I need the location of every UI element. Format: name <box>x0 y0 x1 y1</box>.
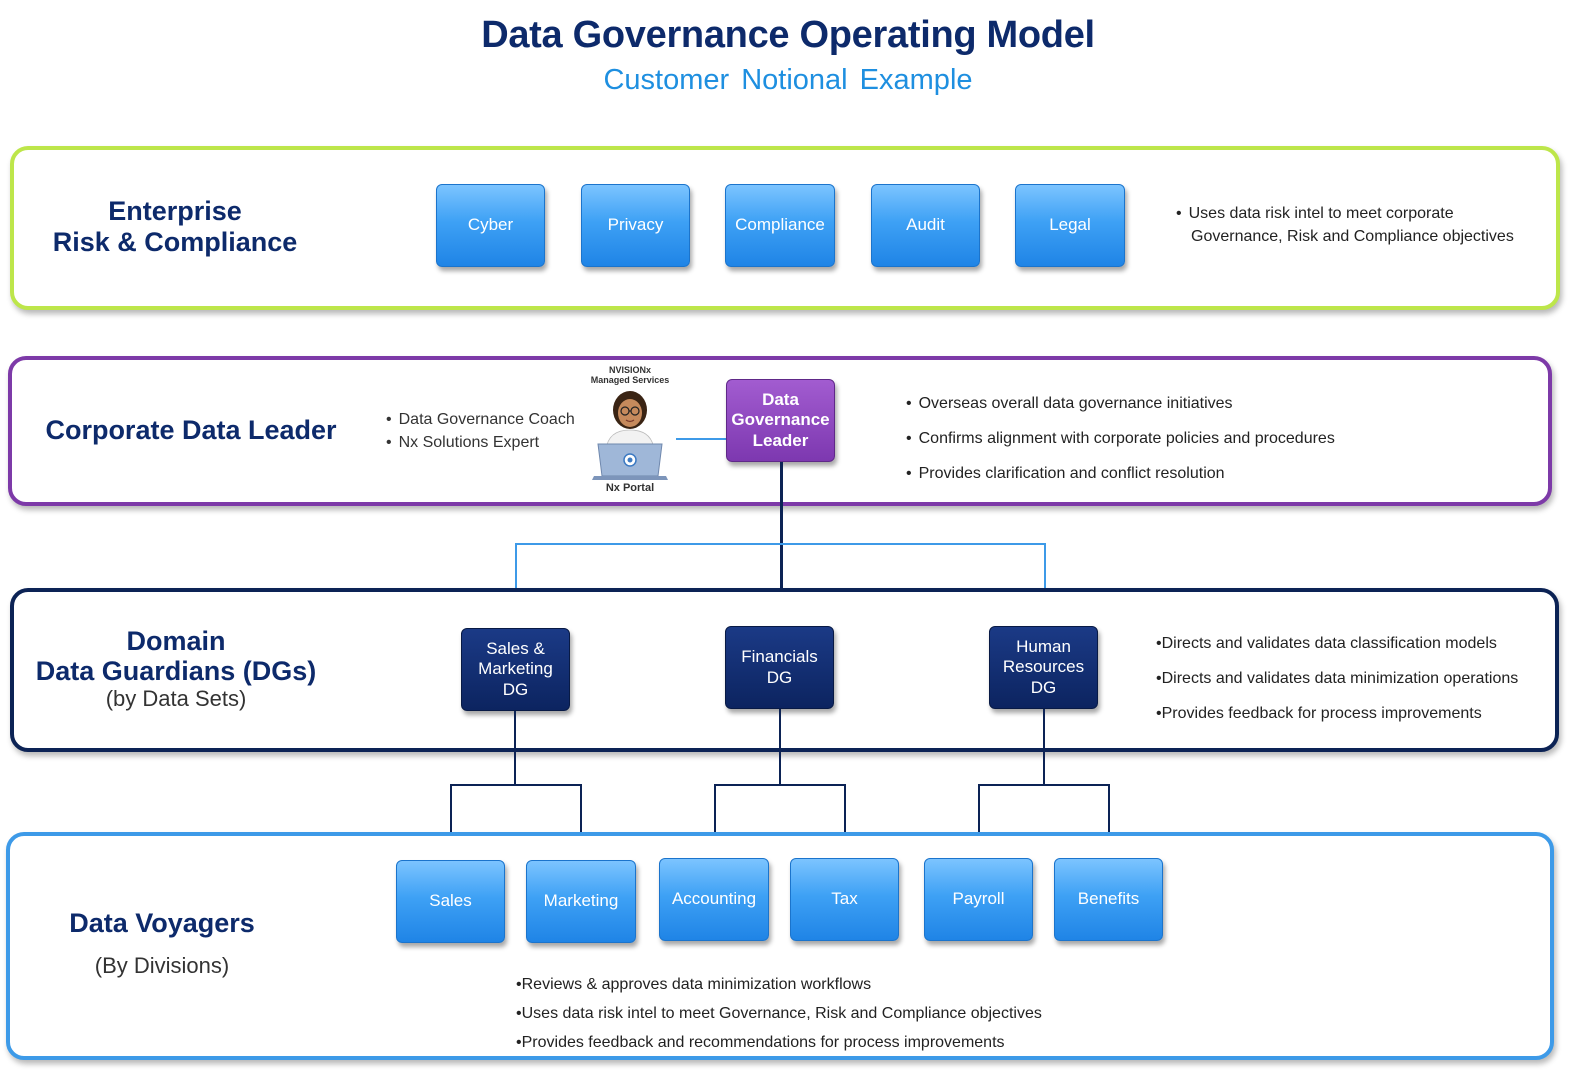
erc-bullet-1: Uses data risk intel to meet corporate <box>1188 205 1454 222</box>
ddg-bullet: Directs and validates data classificatio… <box>1161 635 1497 652</box>
erc-bullet-1-cont: Governance, Risk and Compliance objectiv… <box>1191 228 1514 245</box>
cdl-bullets: Overseas overall data governance initiat… <box>906 386 1335 491</box>
ddg-bullet: Directs and validates data minimization … <box>1161 670 1519 687</box>
dg-bus-line <box>515 543 1046 545</box>
benefits-box: Benefits <box>1054 858 1163 941</box>
payroll-box: Payroll <box>924 858 1033 941</box>
data-voyagers-panel <box>6 832 1554 1060</box>
cdl-bullet: Provides clarification and conflict reso… <box>906 456 1335 491</box>
dg-drop-right <box>1044 543 1046 628</box>
accounting-drop <box>714 784 716 858</box>
cdl-left-bullets: Data Governance Coach Nx Solutions Exper… <box>386 408 575 454</box>
sales-drop <box>450 784 452 860</box>
marketing-box: Marketing <box>526 860 636 943</box>
page-title: Data Governance Operating Model <box>481 14 1095 56</box>
fdg-trunk <box>779 709 781 784</box>
brand-line2: Managed Services <box>590 375 670 385</box>
data-governance-leader-box: Data Governance Leader <box>726 379 835 462</box>
dv-bullet: Uses data risk intel to meet Governance,… <box>521 1005 1042 1022</box>
ddg-title-line3: (by Data Sets) <box>105 686 247 711</box>
smdg-bus <box>450 784 582 786</box>
dv-bullet: Reviews & approves data minimization wor… <box>521 976 872 993</box>
dv-subtitle: (By Divisions) <box>94 953 230 978</box>
legal-box: Legal <box>1015 184 1125 267</box>
cdl-left-bullet: Nx Solutions Expert <box>386 431 575 454</box>
dg-drop-left <box>515 543 517 628</box>
hrdg-line1: Human <box>1016 637 1071 657</box>
brand-line1: NVISIONx <box>608 365 651 375</box>
fdg-bus <box>714 784 846 786</box>
erc-title: Enterprise Risk & Compliance <box>30 196 320 258</box>
erc-bullets: •Uses data risk intel to meet corporate … <box>1176 202 1514 248</box>
audit-box: Audit <box>871 184 980 267</box>
dv-bullet: Provides feedback and recommendations fo… <box>521 1034 1005 1051</box>
fdg-line2: DG <box>766 667 793 687</box>
compliance-box: Compliance <box>725 184 835 267</box>
tax-drop <box>844 784 846 858</box>
nx-portal-avatar: NVISIONx Managed Services Nx Portal <box>588 365 672 496</box>
leader-trunk-line <box>780 462 783 628</box>
dv-title: Data Voyagers <box>69 908 255 938</box>
cdl-left-bullet: Data Governance Coach <box>386 408 575 431</box>
dv-bullets: •Reviews & approves data minimization wo… <box>516 976 1042 1051</box>
hrdg-bus <box>978 784 1110 786</box>
ddg-title-line1: Domain <box>126 626 226 656</box>
page-subtitle: Customer Notional Example <box>603 64 973 96</box>
leader-line2: Governance <box>731 410 830 430</box>
leader-line1: Data <box>762 390 799 410</box>
hrdg-trunk <box>1043 709 1045 784</box>
tax-box: Tax <box>790 858 899 941</box>
avatar-connector <box>676 438 726 440</box>
cdl-bullet: Overseas overall data governance initiat… <box>906 386 1335 421</box>
accounting-box: Accounting <box>659 858 769 941</box>
payroll-drop <box>978 784 980 858</box>
smdg-line3: DG <box>502 679 529 699</box>
fdg-line1: Financials <box>741 647 818 667</box>
leader-line3: Leader <box>752 430 809 450</box>
ddg-bullets: •Directs and validates data classificati… <box>1156 635 1519 722</box>
hrdg-line2: Resources <box>1002 657 1085 677</box>
hrdg-line3: DG <box>1030 677 1057 697</box>
smdg-trunk <box>514 711 516 784</box>
nx-portal-label: Nx Portal <box>605 482 655 494</box>
benefits-drop <box>1108 784 1110 858</box>
cdl-title: Corporate Data Leader <box>45 415 337 445</box>
person-with-laptop-icon <box>592 391 668 480</box>
erc-title-line2: Risk & Compliance <box>52 227 298 258</box>
sales-box: Sales <box>396 860 505 943</box>
marketing-drop <box>580 784 582 860</box>
smdg-line2: Marketing <box>478 659 553 679</box>
ddg-bullet: Provides feedback for process improvemen… <box>1161 705 1482 722</box>
cyber-box: Cyber <box>436 184 545 267</box>
privacy-box: Privacy <box>581 184 690 267</box>
ddg-title-line2: Data Guardians (DGs) <box>35 656 317 686</box>
cdl-bullet: Confirms alignment with corporate polici… <box>906 421 1335 456</box>
erc-title-line1: Enterprise <box>108 196 242 226</box>
human-resources-dg-box: Human Resources DG <box>989 626 1098 709</box>
ddg-title: Domain Data Guardians (DGs) (by Data Set… <box>24 626 328 712</box>
smdg-line1: Sales & <box>486 639 545 659</box>
financials-dg-box: Financials DG <box>725 626 834 709</box>
sales-marketing-dg-box: Sales & Marketing DG <box>461 628 570 711</box>
